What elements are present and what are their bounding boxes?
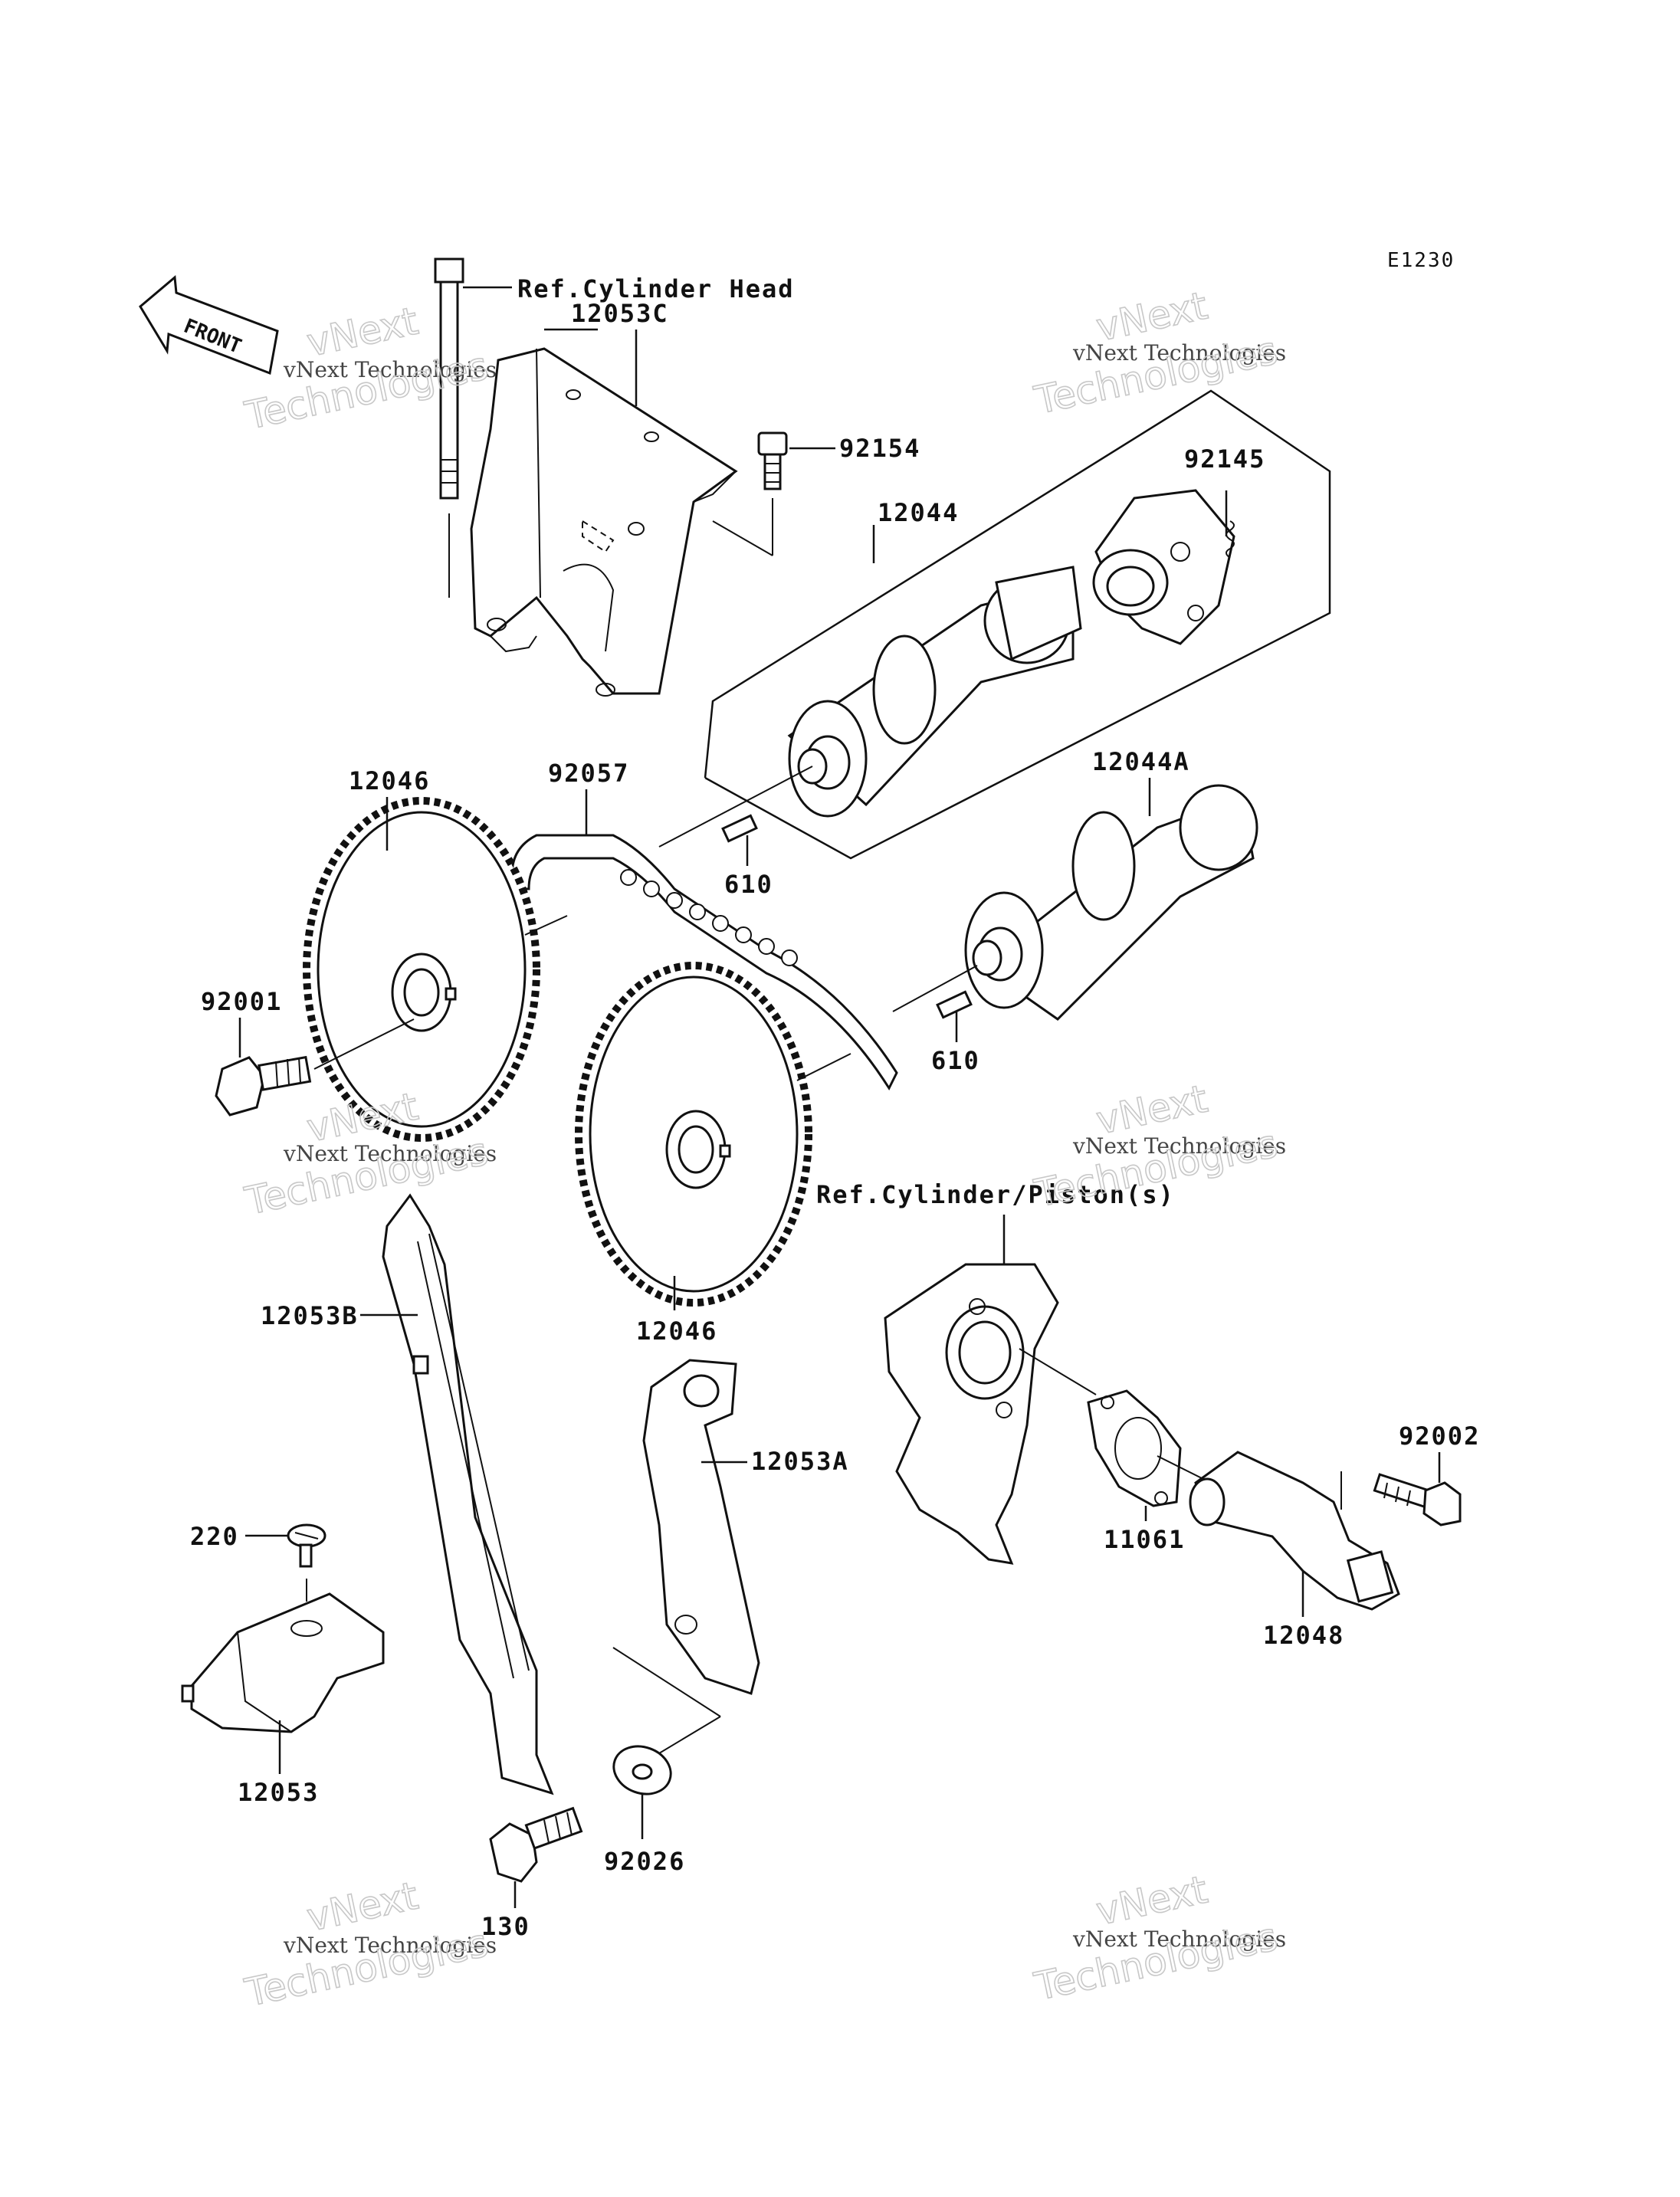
svg-text:vNext Technologies: vNext Technologies — [283, 1141, 497, 1166]
part-label-12053b: 12053B — [261, 1301, 359, 1330]
stud-bolt-icon — [434, 257, 512, 598]
dowel-pin-610-a-icon — [721, 814, 758, 843]
guide-plate-12053c-icon — [470, 347, 738, 697]
ref-cylinder-head-label: Ref.Cylinder Head — [517, 274, 795, 303]
front-arrow-icon: FRONT — [139, 275, 279, 375]
guide-12053-icon — [181, 1592, 385, 1733]
part-label-610-b: 610 — [931, 1046, 980, 1075]
tensioner-12048-icon — [1189, 1451, 1400, 1611]
svg-text:vNext Technologies: vNext Technologies — [283, 1933, 497, 1958]
part-label-92026: 92026 — [604, 1847, 685, 1876]
watermark-bottom-left: vNext Technologies vNext Technologies — [241, 1873, 497, 2016]
part-label-92001: 92001 — [201, 987, 282, 1016]
camshaft-12044-icon — [787, 566, 1082, 818]
bolt-130-icon — [489, 1806, 583, 1883]
diagram-code: E1230 — [1387, 249, 1455, 272]
part-label-92154: 92154 — [839, 434, 920, 463]
bolt-92002-icon — [1373, 1473, 1462, 1526]
dowel-pin-610-b-icon — [936, 990, 973, 1019]
part-label-12046-top: 12046 — [349, 766, 430, 795]
bolt-92154-icon — [757, 431, 788, 490]
chain-guide-12053b-icon — [382, 1193, 554, 1795]
part-label-220: 220 — [190, 1522, 239, 1551]
svg-text:vNext: vNext — [303, 299, 422, 366]
bolt-92001-icon — [215, 1055, 312, 1117]
part-label-130: 130 — [481, 1912, 530, 1941]
part-label-12053c: 12053C — [571, 299, 669, 328]
camshaft-12044a-icon — [964, 784, 1258, 1021]
cam-chain-92057-icon — [510, 834, 898, 1091]
screw-220-icon — [287, 1523, 326, 1568]
svg-text:vNext Technologies: vNext Technologies — [1072, 1133, 1286, 1159]
watermark-top-right: vNext Technologies vNext Technologies — [1030, 283, 1286, 424]
part-label-92145: 92145 — [1184, 444, 1265, 474]
part-label-92057: 92057 — [548, 759, 629, 788]
cylinder-reference-icon — [884, 1263, 1059, 1565]
svg-text:vNext Technologies: vNext Technologies — [1072, 1926, 1286, 1952]
part-label-11061: 11061 — [1104, 1525, 1185, 1554]
sprocket-12046-bottom-icon — [575, 962, 812, 1307]
part-label-12046-bottom: 12046 — [636, 1317, 717, 1346]
gasket-11061-icon — [1087, 1389, 1182, 1507]
sprocket-12046-top-icon — [303, 797, 540, 1142]
svg-text:vNext: vNext — [303, 1874, 422, 1940]
svg-text:vNext Technologies: vNext Technologies — [283, 357, 497, 382]
part-label-610-a: 610 — [724, 870, 773, 899]
chain-guide-12053a-icon — [642, 1359, 760, 1695]
part-label-12053: 12053 — [238, 1778, 319, 1807]
svg-text:vNext: vNext — [1092, 1867, 1211, 1934]
part-label-12044a: 12044A — [1092, 747, 1190, 776]
part-label-12044: 12044 — [878, 498, 959, 527]
washer-92026-icon — [612, 1745, 672, 1795]
part-label-12053a: 12053A — [751, 1447, 849, 1476]
part-label-12048: 12048 — [1263, 1621, 1344, 1650]
svg-text:vNext Technologies: vNext Technologies — [1072, 340, 1286, 366]
part-label-92002: 92002 — [1399, 1421, 1480, 1451]
watermark-bottom-right: vNext Technologies vNext Technologies — [1030, 1867, 1286, 2010]
decompressor-92145-icon — [1092, 489, 1235, 645]
ref-cylinder-piston-label: Ref.Cylinder/Piston(s) — [816, 1180, 1175, 1209]
